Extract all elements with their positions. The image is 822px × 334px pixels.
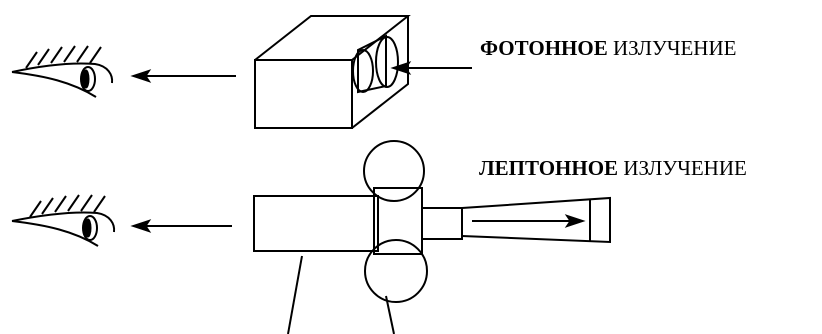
eye-top-icon: [11, 45, 114, 98]
photon-label-bold: ФОТОННОЕ: [480, 36, 608, 60]
lepton-label-bold: ЛЕПТОННОЕ: [479, 156, 619, 180]
photon-radiation-label: ФОТОННОЕ ИЗЛУЧЕНИЕ: [480, 38, 736, 59]
projector-icon: [253, 140, 611, 334]
arrow-lepton-icon: [472, 214, 586, 228]
camera-icon: [254, 15, 411, 129]
lepton-radiation-label: ЛЕПТОННОЕ ИЗЛУЧЕНИЕ: [479, 158, 747, 179]
lepton-label-rest: ИЗЛУЧЕНИЕ: [618, 156, 747, 180]
photon-label-rest: ИЗЛУЧЕНИЕ: [607, 36, 737, 60]
eye-bottom-icon: [11, 194, 116, 247]
arrow-bottom-icon: [130, 219, 232, 233]
arrow-top-icon: [130, 69, 236, 83]
arrow-photon-icon: [390, 61, 472, 75]
